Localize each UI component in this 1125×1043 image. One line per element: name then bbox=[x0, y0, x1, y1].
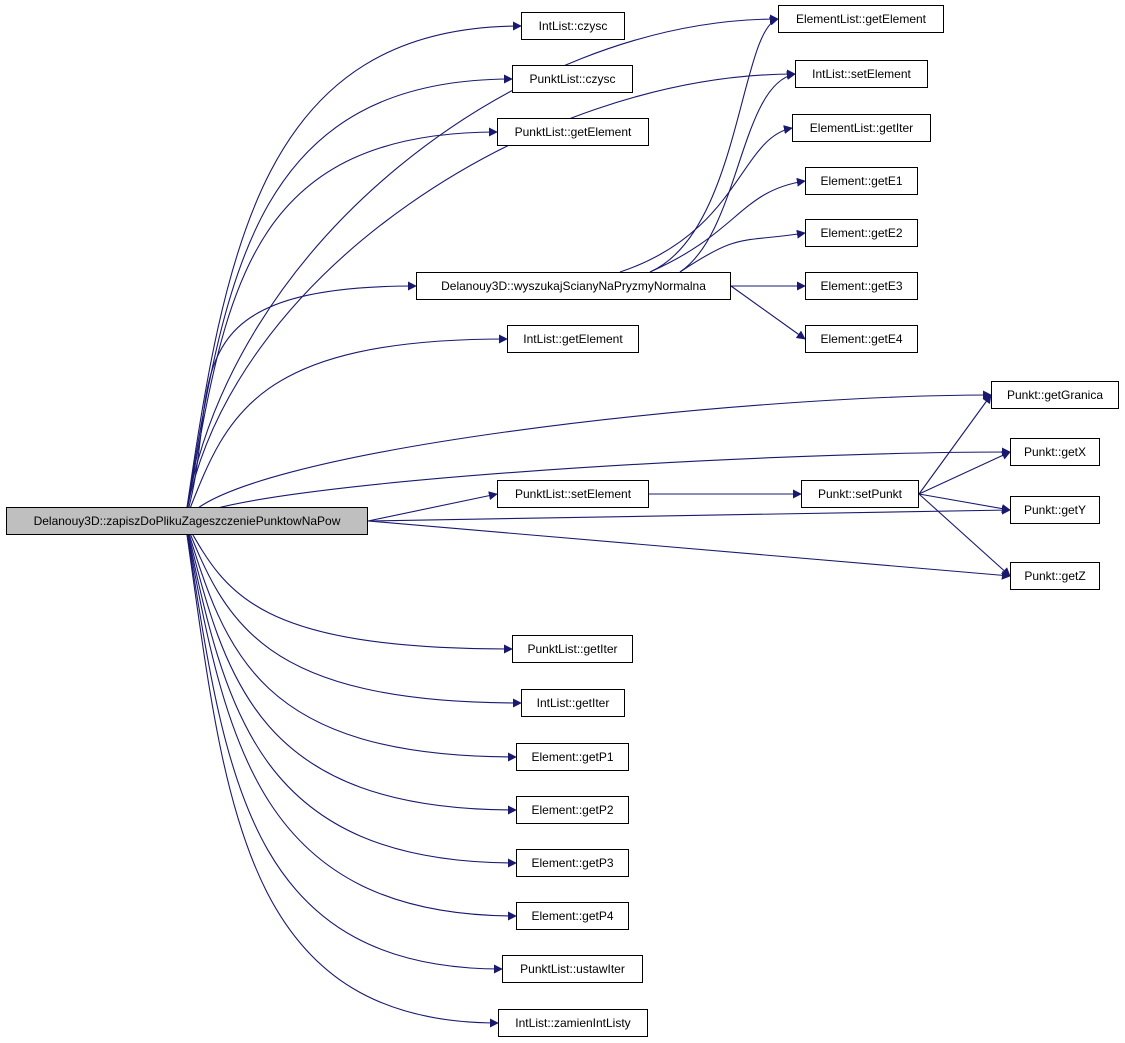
node-p-getY[interactable]: Punkt::getY bbox=[1010, 496, 1100, 524]
node-e-getP1[interactable]: Element::getP1 bbox=[516, 743, 629, 771]
node-e-getE3[interactable]: Element::getE3 bbox=[805, 272, 918, 300]
edge-root-to-il-getIter bbox=[184, 520, 522, 708]
edge-root-to-pl-getIter bbox=[184, 520, 513, 654]
node-il-setElement[interactable]: IntList::setElement bbox=[795, 60, 928, 88]
edge-p-setPunkt-to-p-getGranica bbox=[918, 394, 992, 495]
node-root: Delanouy3D::zapiszDoPlikuZageszczeniePun… bbox=[6, 507, 368, 535]
edge-root-to-p-getY bbox=[367, 505, 1011, 522]
node-e-getE1[interactable]: Element::getE1 bbox=[805, 167, 918, 195]
edge-p-setPunkt-to-p-getY bbox=[918, 493, 1011, 514]
edge-p-setPunkt-to-p-getZ bbox=[918, 493, 1011, 577]
node-el-getElement[interactable]: ElementList::getElement bbox=[778, 5, 944, 33]
edge-root-to-p-getX bbox=[184, 447, 1011, 522]
edge-root-to-il-czysc bbox=[184, 21, 522, 522]
node-wyszukaj[interactable]: Delanouy3D::wyszukajScianyNaPryzmyNormal… bbox=[416, 272, 731, 300]
node-p-getGranica[interactable]: Punkt::getGranica bbox=[991, 381, 1119, 409]
edge-wyszukaj-to-e-getE1 bbox=[649, 177, 806, 273]
node-p-getX[interactable]: Punkt::getX bbox=[1010, 438, 1100, 466]
edge-wyszukaj-to-il-setElement bbox=[679, 71, 796, 273]
edge-root-to-il-getElement bbox=[184, 334, 508, 522]
node-il-zamienIntListy[interactable]: IntList::zamienIntListy bbox=[498, 1009, 648, 1037]
node-pl-getIter[interactable]: PunktList::getIter bbox=[512, 635, 633, 663]
edge-root-to-e-getP3 bbox=[184, 520, 517, 868]
node-p-getZ[interactable]: Punkt::getZ bbox=[1010, 562, 1100, 590]
node-e-getE4[interactable]: Element::getE4 bbox=[805, 325, 918, 353]
edge-root-to-pl-ustawIter bbox=[184, 520, 503, 974]
edge-root-to-il-zamienIntListy bbox=[184, 520, 499, 1028]
edge-root-to-pl-getElement bbox=[184, 127, 498, 522]
node-pl-czysc[interactable]: PunktList::czysc bbox=[512, 65, 633, 93]
edge-root-to-wyszukaj bbox=[184, 281, 417, 522]
edge-root-to-il-setElement bbox=[184, 69, 796, 522]
node-il-czysc[interactable]: IntList::czysc bbox=[521, 12, 625, 40]
node-e-getP3[interactable]: Element::getP3 bbox=[516, 849, 629, 877]
edge-wyszukaj-to-el-getIter bbox=[619, 125, 793, 273]
edge-root-to-e-getP2 bbox=[184, 520, 517, 815]
node-il-getIter[interactable]: IntList::getIter bbox=[521, 689, 625, 717]
edge-wyszukaj-to-e-getE2 bbox=[679, 229, 806, 273]
edge-root-to-pl-setElement bbox=[367, 491, 498, 522]
edge-wyszukaj-to-el-getElement bbox=[649, 16, 779, 273]
node-p-setPunkt[interactable]: Punkt::setPunkt bbox=[801, 480, 919, 508]
edge-root-to-e-getP1 bbox=[184, 520, 517, 762]
edge-root-to-p-getGranica bbox=[184, 390, 992, 522]
edge-root-to-pl-czysc bbox=[184, 74, 513, 522]
edge-p-setPunkt-to-p-getX bbox=[918, 451, 1011, 495]
node-e-getP4[interactable]: Element::getP4 bbox=[516, 902, 629, 930]
edge-root-to-p-getZ bbox=[367, 520, 1011, 580]
node-el-getIter[interactable]: ElementList::getIter bbox=[792, 114, 931, 142]
edge-root-to-el-getElement bbox=[184, 14, 779, 522]
node-pl-getElement[interactable]: PunktList::getElement bbox=[497, 118, 649, 146]
node-e-getE2[interactable]: Element::getE2 bbox=[805, 219, 918, 247]
edge-wyszukaj-to-e-getE4 bbox=[730, 285, 806, 340]
node-pl-ustawIter[interactable]: PunktList::ustawIter bbox=[502, 955, 643, 983]
node-il-getElement[interactable]: IntList::getElement bbox=[507, 325, 639, 353]
node-e-getP2[interactable]: Element::getP2 bbox=[516, 796, 629, 824]
node-pl-setElement[interactable]: PunktList::setElement bbox=[497, 480, 649, 508]
edge-root-to-e-getP4 bbox=[184, 520, 517, 921]
